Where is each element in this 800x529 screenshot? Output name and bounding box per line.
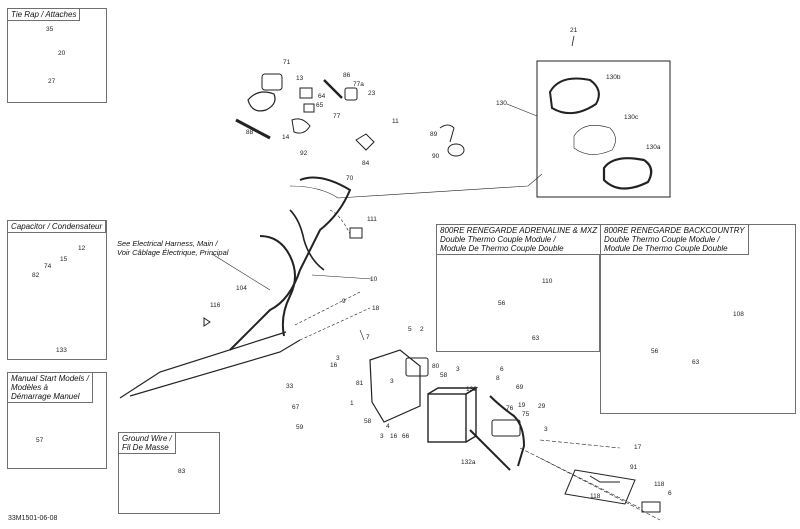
callout-15: 15 <box>60 256 68 263</box>
callout-6: 6 <box>500 366 504 373</box>
callout-132: 132 <box>466 386 477 393</box>
callout-12: 12 <box>78 245 86 252</box>
callout-11: 11 <box>392 118 399 125</box>
callout-84: 84 <box>362 160 370 167</box>
tie-rap-title: Tie Rap / Attaches <box>7 8 81 21</box>
callout-71: 71 <box>283 59 291 66</box>
ground-wire-title: Ground Wire / Fil De Masse <box>118 432 176 454</box>
callout-56a: 56 <box>498 300 506 307</box>
callout-91: 91 <box>630 464 638 471</box>
callout-65: 65 <box>316 102 324 109</box>
callout-132a: 132a <box>461 459 476 466</box>
callout-90: 90 <box>432 153 440 160</box>
callout-14: 14 <box>282 134 290 141</box>
callout-118a: 118 <box>590 493 601 500</box>
callout-82: 82 <box>32 272 40 279</box>
callout-27: 27 <box>48 78 56 85</box>
callout-64: 64 <box>318 93 326 100</box>
callout-111: 111 <box>367 216 377 223</box>
callout-2: 2 <box>420 326 424 333</box>
callout-110: 110 <box>542 278 553 285</box>
callout-130b: 130b <box>606 74 621 81</box>
callout-76: 76 <box>506 405 514 412</box>
callout-7: 7 <box>366 334 370 341</box>
callout-16: 16 <box>330 362 338 369</box>
callout-81: 81 <box>356 380 364 387</box>
callout-66: 66 <box>402 433 410 440</box>
callout-5: 5 <box>408 326 412 333</box>
callout-89: 89 <box>430 131 438 138</box>
adrenaline-title: 800RE RENEGARDE ADRENALINE & MXZ Double … <box>436 224 602 255</box>
callout-118b: 118 <box>654 481 665 488</box>
manual-start-title: Manual Start Models / Modèles à Démarrag… <box>7 372 93 403</box>
callout-3b: 3 <box>390 378 394 385</box>
callout-18: 18 <box>372 305 380 312</box>
callout-17: 17 <box>634 444 642 451</box>
backcountry-title: 800RE RENEGARDE BACKCOUNTRY Double Therm… <box>600 224 749 255</box>
callout-133: 133 <box>56 347 67 354</box>
footer-code: 33M1501-06-08 <box>8 515 58 522</box>
callout-8: 8 <box>496 375 500 382</box>
callout-63b: 63 <box>692 359 700 366</box>
callout-20: 20 <box>58 50 66 57</box>
callout-104: 104 <box>236 285 247 292</box>
callout-4: 4 <box>386 423 390 430</box>
callout-86: 86 <box>343 72 351 79</box>
callout-19: 19 <box>518 402 526 409</box>
callout-1: 1 <box>350 400 354 407</box>
tie-rap-panel <box>7 8 107 103</box>
callout-74: 74 <box>44 263 52 270</box>
callout-13: 13 <box>296 75 304 82</box>
callout-35: 35 <box>46 26 54 33</box>
callout-59: 59 <box>296 424 304 431</box>
callout-88: 88 <box>246 129 254 136</box>
callout-92: 92 <box>300 150 308 157</box>
callout-130a: 130a <box>646 144 661 151</box>
callout-83a: 83 <box>178 468 186 475</box>
callout-3c: 3 <box>380 433 384 440</box>
callout-6b: 6 <box>668 490 672 497</box>
callout-130c: 130c <box>624 114 639 121</box>
callout-21: 21 <box>570 27 578 34</box>
callout-70: 70 <box>346 175 354 182</box>
callout-10: 10 <box>370 276 378 283</box>
callout-63a: 63 <box>532 335 540 342</box>
callout-77a: 77a <box>353 81 364 88</box>
capacitor-title: Capacitor / Condensateur <box>7 220 107 233</box>
callout-3a: 3 <box>336 355 340 362</box>
harness-note: See Electrical Harness, Main / Voir Câbl… <box>117 239 229 257</box>
callout-130: 130 <box>496 100 507 107</box>
callout-108: 108 <box>733 311 744 318</box>
capacitor-panel <box>7 220 107 360</box>
callout-3d: 3 <box>456 366 460 373</box>
callout-58a: 58 <box>440 372 448 379</box>
callout-23: 23 <box>368 90 376 97</box>
callout-56b: 56 <box>651 348 659 355</box>
callout-16b: 16 <box>390 433 398 440</box>
callout-69: 69 <box>516 384 524 391</box>
callout-67: 67 <box>292 404 300 411</box>
callout-80: 80 <box>432 363 440 370</box>
callout-77: 77 <box>333 113 341 120</box>
callout-33: 33 <box>286 383 294 390</box>
callout-29: 29 <box>538 403 546 410</box>
backcountry-panel <box>600 224 796 414</box>
callout-75: 75 <box>522 411 530 418</box>
callout-116: 116 <box>210 302 221 309</box>
callout-3e: 3 <box>544 426 548 433</box>
callout-57: 57 <box>36 437 44 444</box>
callout-9: 9 <box>342 298 346 305</box>
callout-58b: 58 <box>364 418 372 425</box>
